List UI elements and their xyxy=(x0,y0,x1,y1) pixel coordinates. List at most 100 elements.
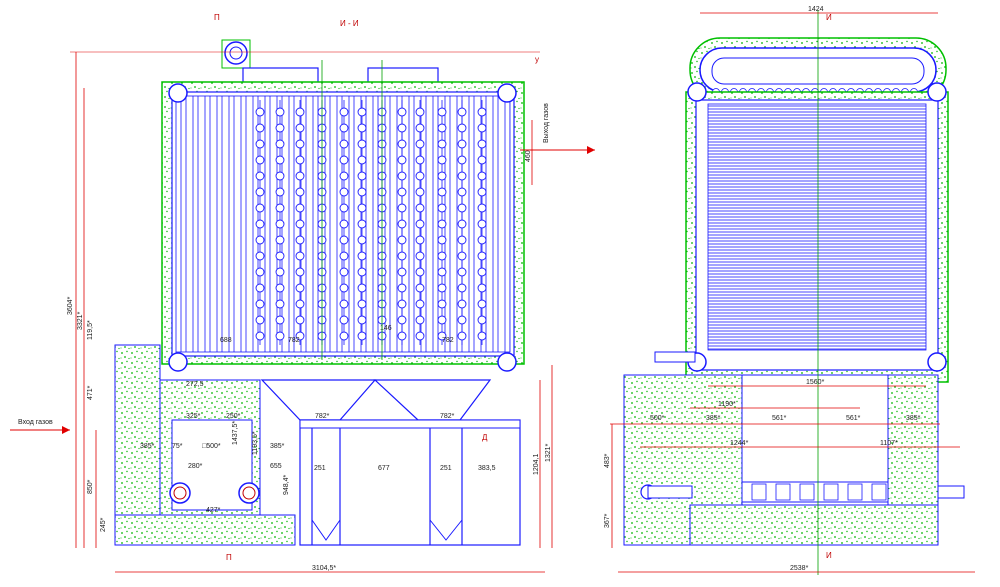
spiral-tube xyxy=(437,187,447,197)
dim-688: 688 xyxy=(220,337,232,344)
dim-119-5: 119,5* xyxy=(87,320,94,340)
spiral-tube xyxy=(437,251,447,261)
spiral-tube xyxy=(339,155,349,165)
spiral-tube xyxy=(397,235,407,245)
spiral-tube xyxy=(415,235,425,245)
spiral-tube xyxy=(477,235,487,245)
spiral-tube xyxy=(357,267,367,277)
rdim-1190: 1190* xyxy=(718,401,736,408)
spiral-tube xyxy=(339,315,349,325)
spiral-tube xyxy=(397,107,407,117)
spiral-tube xyxy=(295,331,305,341)
cut-mark-i-top: И xyxy=(826,13,832,22)
header-bottom-right xyxy=(497,352,517,372)
dim-850: 850* xyxy=(87,479,94,494)
spiral-tube xyxy=(255,219,265,229)
dim-782-r: 782* xyxy=(440,413,455,420)
spiral-tube xyxy=(415,251,425,261)
dim-272-5: 272,5 xyxy=(186,381,204,388)
cut-mark-d: Д xyxy=(482,433,488,442)
spiral-tube xyxy=(415,155,425,165)
spiral-tube xyxy=(357,315,367,325)
dim-245: 245* xyxy=(100,517,107,532)
spiral-tube xyxy=(457,155,467,165)
spiral-tube xyxy=(295,203,305,213)
spiral-tube xyxy=(477,219,487,229)
dim-3604: 3604* xyxy=(67,296,74,315)
dim-146: 146 xyxy=(380,325,392,332)
spiral-tube xyxy=(339,299,349,309)
spiral-tube xyxy=(339,171,349,181)
burner-left xyxy=(169,482,191,504)
spiral-tube xyxy=(477,299,487,309)
spiral-tube xyxy=(339,235,349,245)
spiral-tube xyxy=(255,267,265,277)
spiral-tube xyxy=(397,139,407,149)
spiral-tube xyxy=(275,187,285,197)
dim-460: 460 xyxy=(525,150,532,162)
spiral-tube xyxy=(457,187,467,197)
spiral-tube xyxy=(457,267,467,277)
spiral-tube xyxy=(397,331,407,341)
rdim-500: 500* xyxy=(650,415,665,422)
spiral-tube xyxy=(415,267,425,277)
rdim-385-r: 385* xyxy=(906,415,921,422)
spiral-tube xyxy=(255,251,265,261)
spiral-tube xyxy=(397,155,407,165)
dim-1321: 1321* xyxy=(545,443,552,462)
spiral-tube xyxy=(397,299,407,309)
spiral-tube xyxy=(415,203,425,213)
spiral-tube xyxy=(457,219,467,229)
grate-bars xyxy=(751,483,887,501)
dim-1437-5: 1437,5* xyxy=(232,421,239,445)
spiral-tube xyxy=(415,107,425,117)
spiral-tube xyxy=(457,299,467,309)
spiral-tube xyxy=(275,139,285,149)
spiral-tube xyxy=(255,123,265,133)
spiral-tube xyxy=(437,139,447,149)
spiral-tube xyxy=(457,203,467,213)
gas-outlet-label: Выход газов xyxy=(543,103,550,143)
burner-right xyxy=(238,482,260,504)
spiral-tube xyxy=(437,267,447,277)
spiral-tube xyxy=(477,107,487,117)
spiral-tube xyxy=(437,107,447,117)
rdim-367: 367* xyxy=(604,513,611,528)
spiral-tube xyxy=(415,299,425,309)
spiral-tube xyxy=(357,123,367,133)
dim-948: 948,4* xyxy=(283,474,290,495)
spiral-tube xyxy=(255,187,265,197)
rdim-overall: 2538* xyxy=(790,565,809,572)
spiral-tube xyxy=(437,123,447,133)
spiral-tube xyxy=(437,203,447,213)
cut-mark-p-top: П xyxy=(214,13,220,22)
spiral-tube xyxy=(357,107,367,117)
spiral-tube xyxy=(477,315,487,325)
dim-280: 280* xyxy=(188,463,203,470)
spiral-tube xyxy=(275,171,285,181)
spiral-tube xyxy=(437,315,447,325)
spiral-tube xyxy=(295,219,305,229)
hopper-right xyxy=(373,379,492,421)
spiral-tube xyxy=(275,155,285,165)
section-title: И - И xyxy=(340,19,359,28)
rdim-385-l: 385* xyxy=(706,415,721,422)
spiral-tube xyxy=(437,299,447,309)
spiral-tube xyxy=(295,251,305,261)
spiral-tube xyxy=(339,203,349,213)
grate-bar xyxy=(847,483,863,501)
spiral-tube xyxy=(477,283,487,293)
spiral-tube xyxy=(357,235,367,245)
spiral-tube xyxy=(457,235,467,245)
spiral-tube xyxy=(457,315,467,325)
header-bottom-left xyxy=(168,352,188,372)
spiral-tube xyxy=(437,235,447,245)
spiral-tube xyxy=(457,107,467,117)
grate-bar xyxy=(799,483,815,501)
spiral-tube xyxy=(415,331,425,341)
spiral-tube xyxy=(397,123,407,133)
dim-1193-5: 1193,5* xyxy=(252,431,259,455)
spiral-tube xyxy=(437,283,447,293)
spiral-tube xyxy=(339,331,349,341)
